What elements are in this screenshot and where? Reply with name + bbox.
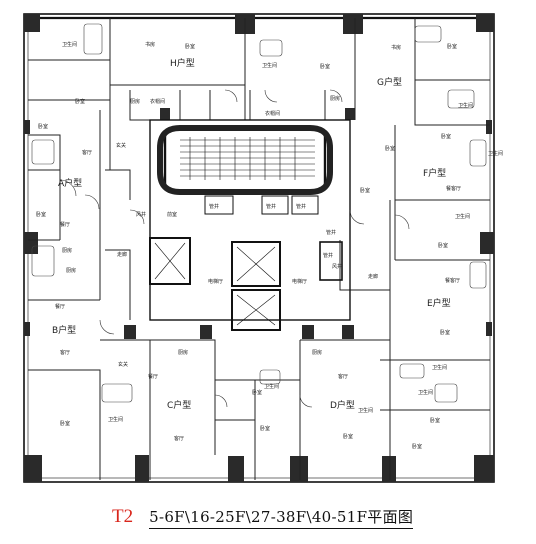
- room-label: 卧室: [260, 425, 270, 432]
- doors: [59, 89, 410, 408]
- plan-title: 5-6F\16-25F\27-38F\40-51F平面图: [149, 506, 414, 529]
- room-label: 管井: [296, 203, 306, 210]
- room-label: 餐厅: [148, 373, 158, 380]
- room-label: 卧室: [441, 133, 451, 140]
- room-label: 餐厅: [60, 221, 70, 228]
- room-label: 卧室: [430, 417, 440, 424]
- unit-label-c: C户型: [167, 399, 191, 411]
- room-label: 管井: [209, 203, 219, 210]
- room-label: 厨房: [130, 98, 140, 105]
- room-label: 卫生间: [432, 364, 447, 371]
- exterior-walls: [23, 13, 495, 483]
- room-label: 书房: [391, 44, 401, 51]
- room-label: 玄关: [118, 361, 128, 368]
- room-label: 卧室: [447, 43, 457, 50]
- room-label: 衣帽间: [150, 98, 165, 105]
- room-label: 管井: [326, 229, 336, 236]
- room-label: 餐厅: [55, 303, 65, 310]
- room-label: 卫生间: [262, 62, 277, 69]
- room-label: 卧室: [343, 433, 353, 440]
- room-label: 书房: [145, 41, 155, 48]
- room-label: 卧室: [60, 420, 70, 427]
- room-label: 餐客厅: [446, 185, 461, 192]
- room-label: 厨房: [178, 349, 188, 356]
- room-label: 厨房: [312, 349, 322, 356]
- room-label: 卧室: [412, 443, 422, 450]
- room-label: 管井: [323, 252, 333, 259]
- unit-label-b: B户型: [52, 324, 76, 336]
- room-label: 客厅: [174, 435, 184, 442]
- room-label: 卫生间: [458, 102, 473, 109]
- room-label: 卧室: [75, 98, 85, 105]
- room-label: 卧室: [252, 389, 262, 396]
- room-label: 衣帽间: [265, 110, 280, 117]
- room-label: 玄关: [116, 142, 126, 149]
- unit-label-e: E户型: [427, 297, 451, 309]
- room-label: 客厅: [60, 349, 70, 356]
- room-label: 卧室: [438, 242, 448, 249]
- room-label: 餐客厅: [445, 277, 460, 284]
- room-label: 客厅: [338, 373, 348, 380]
- room-label: 走廊: [368, 273, 378, 280]
- room-label: 卫生间: [358, 407, 373, 414]
- room-label: 电梯厅: [292, 278, 307, 285]
- unit-label-d: D户型: [330, 399, 355, 411]
- room-label: 卧室: [36, 211, 46, 218]
- room-label: 厨房: [62, 247, 72, 254]
- fixtures: [31, 23, 487, 403]
- room-label: 卫生间: [108, 416, 123, 423]
- room-label: 卫生间: [488, 150, 503, 157]
- unit-label-f: F户型: [423, 167, 446, 179]
- unit-label-g: G户型: [377, 76, 402, 88]
- room-label: 前室: [167, 211, 177, 218]
- room-label: 走廊: [117, 251, 127, 258]
- room-label: 卫生间: [62, 41, 77, 48]
- room-label: 卧室: [38, 123, 48, 130]
- room-label: 卧室: [185, 43, 195, 50]
- room-label: 卫生间: [455, 213, 470, 220]
- interior-walls: [28, 18, 490, 480]
- room-label: 厨房: [330, 95, 340, 102]
- room-label: 客厅: [82, 149, 92, 156]
- unit-label-a: A户型: [58, 177, 82, 189]
- room-label: 卧室: [440, 329, 450, 336]
- building-code: T2: [112, 506, 134, 527]
- core: [149, 119, 351, 331]
- unit-label-h: H户型: [170, 57, 195, 69]
- room-label: 管井: [266, 203, 276, 210]
- room-label: 卫生间: [264, 383, 279, 390]
- room-label: 电梯厅: [208, 278, 223, 285]
- room-label: 卫生间: [418, 389, 433, 396]
- room-label: 卧室: [320, 63, 330, 70]
- plan-caption: T2 5-6F\16-25F\27-38F\40-51F平面图: [112, 506, 414, 532]
- structural-columns: [24, 14, 494, 482]
- room-label: 风井: [332, 263, 342, 270]
- room-label: 卧室: [360, 187, 370, 194]
- room-labels: 卫生间 书房 卧室 卧室 厨房 衣帽间 卧室 衣帽间 卫生间 卧室 书房 卧室 …: [36, 41, 503, 450]
- room-label: 风井: [136, 211, 146, 218]
- room-label: 卧室: [385, 145, 395, 152]
- room-label: 厨房: [66, 267, 76, 274]
